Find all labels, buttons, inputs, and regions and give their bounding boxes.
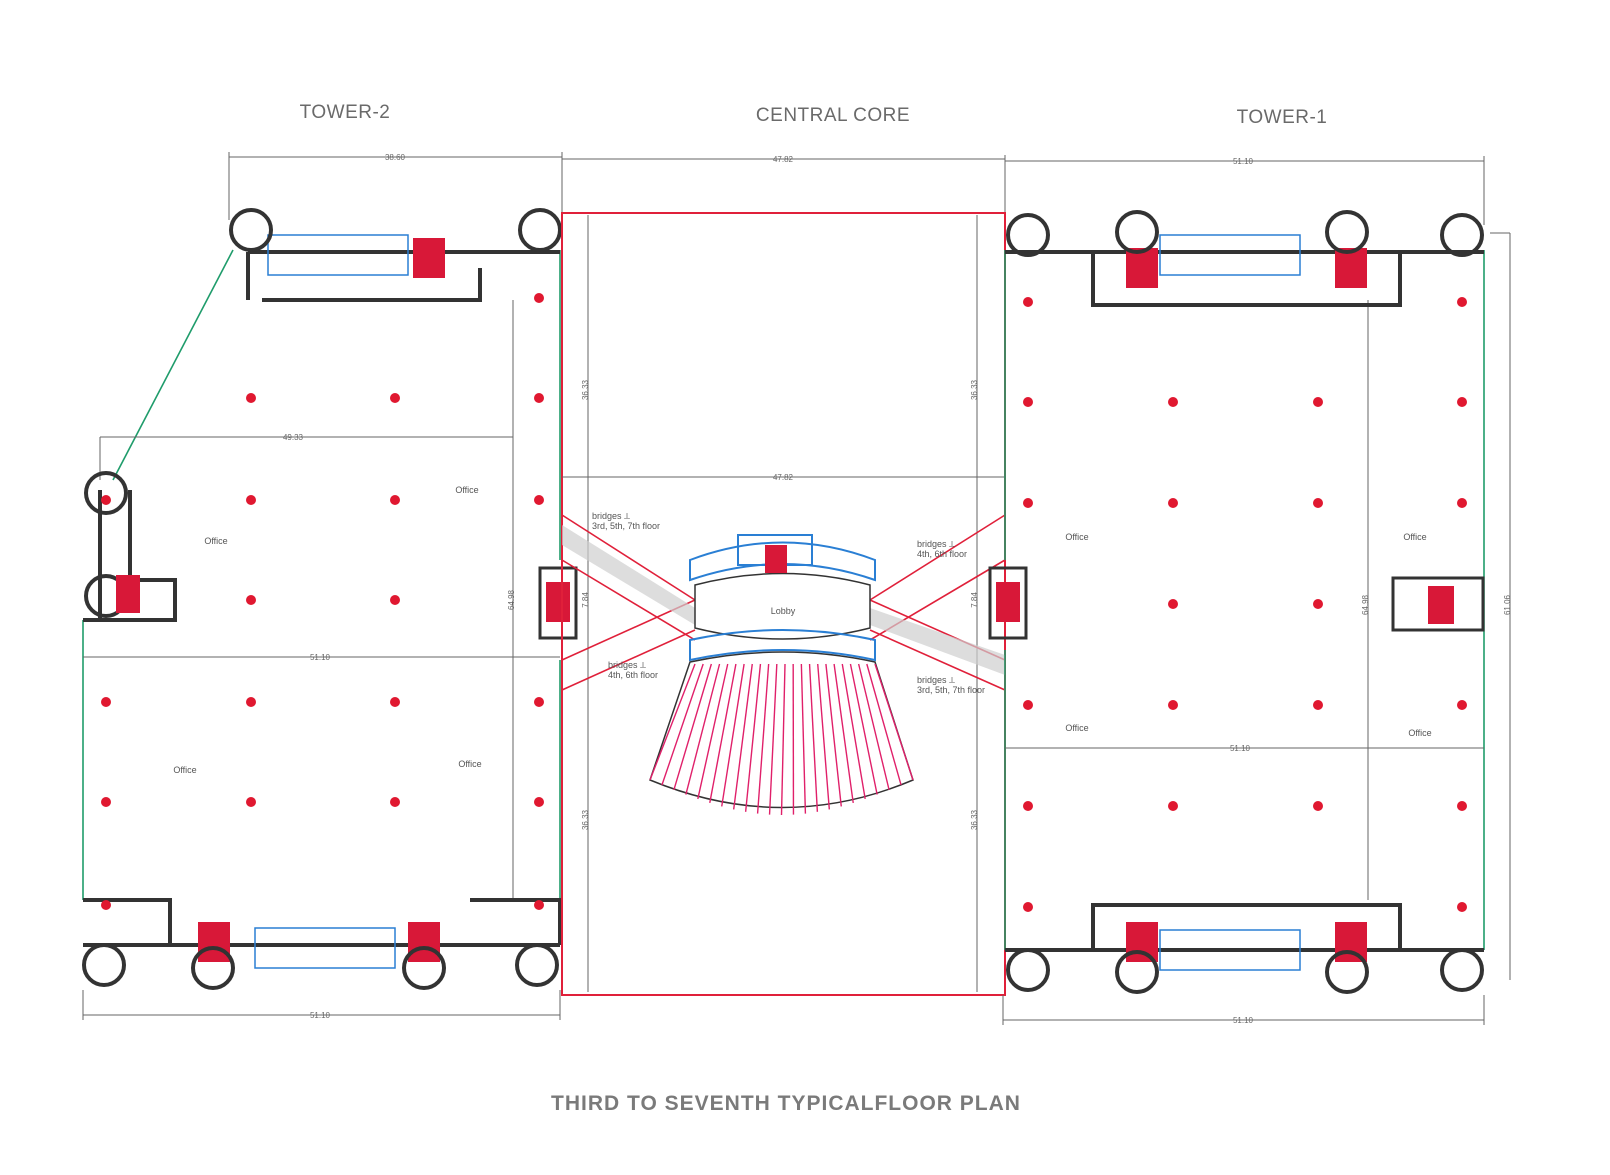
bridges-label-b: bridges ⟂4th, 6th floor <box>917 539 967 559</box>
tower-2-header: TOWER-2 <box>300 102 391 123</box>
dim-tower2-mid: 51.10 <box>310 653 331 662</box>
bottom-dimension-tower1: 51.10 <box>1002 995 1485 1025</box>
staircase <box>765 545 787 573</box>
central-core-header: CENTRAL CORE <box>756 105 910 126</box>
dim-tower2-top: 38.60 <box>385 153 406 162</box>
bridges-label-a: bridges ⟂3rd, 5th, 7th floor <box>917 675 985 695</box>
staircase <box>1335 922 1367 962</box>
dim-core-right-upper: 36.33 <box>970 379 979 400</box>
seating-row-line <box>841 663 866 800</box>
column-grid <box>101 293 544 910</box>
dim-tower2-bottom: 51.10 <box>310 1011 331 1020</box>
auditorium-seating <box>649 663 914 816</box>
bottom-dimension-tower2: 51.10 <box>82 990 561 1020</box>
seating-row-line <box>874 663 914 781</box>
dim-core-left-lower: 36.33 <box>581 809 590 830</box>
office-label: Office <box>173 765 196 775</box>
office-label: Office <box>1065 532 1088 542</box>
tower-1-plan: 51.10 64.98 61.06 <box>988 210 1512 994</box>
office-label: Office <box>455 485 478 495</box>
staircase <box>1335 248 1367 288</box>
staircase <box>198 922 230 962</box>
seating-row-line <box>732 663 753 810</box>
tower-2-plan: 49.33 51.10 64.98 <box>82 208 578 990</box>
seating-row-line <box>756 663 770 814</box>
staircase <box>413 238 445 278</box>
dim-core-top: 47.82 <box>773 155 794 164</box>
staircase <box>996 582 1020 622</box>
bridges-label-b: bridges ⟂4th, 6th floor <box>608 660 658 680</box>
seating-row-line <box>857 663 890 791</box>
staircase <box>546 582 570 622</box>
dim-tower1-outer: 61.06 <box>1503 594 1512 615</box>
seating-row-line <box>825 663 842 807</box>
staircase <box>116 575 140 613</box>
seating-row-line <box>833 663 854 804</box>
seating-row-line <box>800 663 807 814</box>
lobby-label: Lobby <box>771 606 796 616</box>
staircase <box>408 922 440 962</box>
office-label: Office <box>1403 532 1426 542</box>
seating-row-line <box>849 663 878 795</box>
seating-row-line <box>744 663 762 812</box>
seating-row-line <box>709 663 737 804</box>
seating-row-line <box>649 663 696 781</box>
plan-title: THIRD TO SEVENTH TYPICALFLOOR PLAN <box>551 1092 1021 1115</box>
office-label: Office <box>1408 728 1431 738</box>
seating-row-line <box>721 663 745 807</box>
seating-row-line <box>697 663 729 800</box>
top-dimension-lines: 38.60 47.82 51.10 <box>228 152 1485 225</box>
dim-tower2-vertical: 64.98 <box>507 589 516 610</box>
seating-row-line <box>768 663 778 815</box>
office-label: Office <box>204 536 227 546</box>
office-label: Office <box>458 759 481 769</box>
office-label: Office <box>1065 723 1088 733</box>
dim-tower2-upper: 49.33 <box>283 433 304 442</box>
dim-tower1-bottom: 51.10 <box>1233 1016 1254 1025</box>
dim-core-left-upper: 36.33 <box>581 379 590 400</box>
dim-tower1-vertical: 64.98 <box>1361 594 1370 615</box>
dim-tower1-top: 51.10 <box>1233 157 1254 166</box>
dim-core-right-bridge: 7.84 <box>970 592 979 608</box>
dim-core-mid: 47.82 <box>773 473 794 482</box>
dim-core-right-lower: 36.33 <box>970 809 979 830</box>
seating-row-line <box>661 663 704 786</box>
bridges <box>561 514 1006 691</box>
dim-tower1-mid: 51.10 <box>1230 744 1251 753</box>
staircase <box>1126 922 1158 962</box>
column-grid <box>1023 297 1467 912</box>
staircase <box>1126 248 1158 288</box>
staircase <box>1428 586 1454 624</box>
seating-row-line <box>808 663 819 812</box>
seating-row-line <box>817 663 831 810</box>
seating-row-line <box>685 663 721 795</box>
dim-core-left-bridge: 7.84 <box>581 592 590 608</box>
lobby: Lobby <box>649 534 914 816</box>
seating-row-line <box>866 663 902 786</box>
seating-row-line <box>780 663 786 816</box>
central-core-plan: 47.82 36.33 36.33 36.33 36.33 7.84 7.84 <box>561 212 1006 996</box>
bridges-label-a: bridges ⟂3rd, 5th, 7th floor <box>592 511 660 531</box>
tower-1-header: TOWER-1 <box>1237 107 1328 128</box>
seating-row-line <box>673 663 713 791</box>
